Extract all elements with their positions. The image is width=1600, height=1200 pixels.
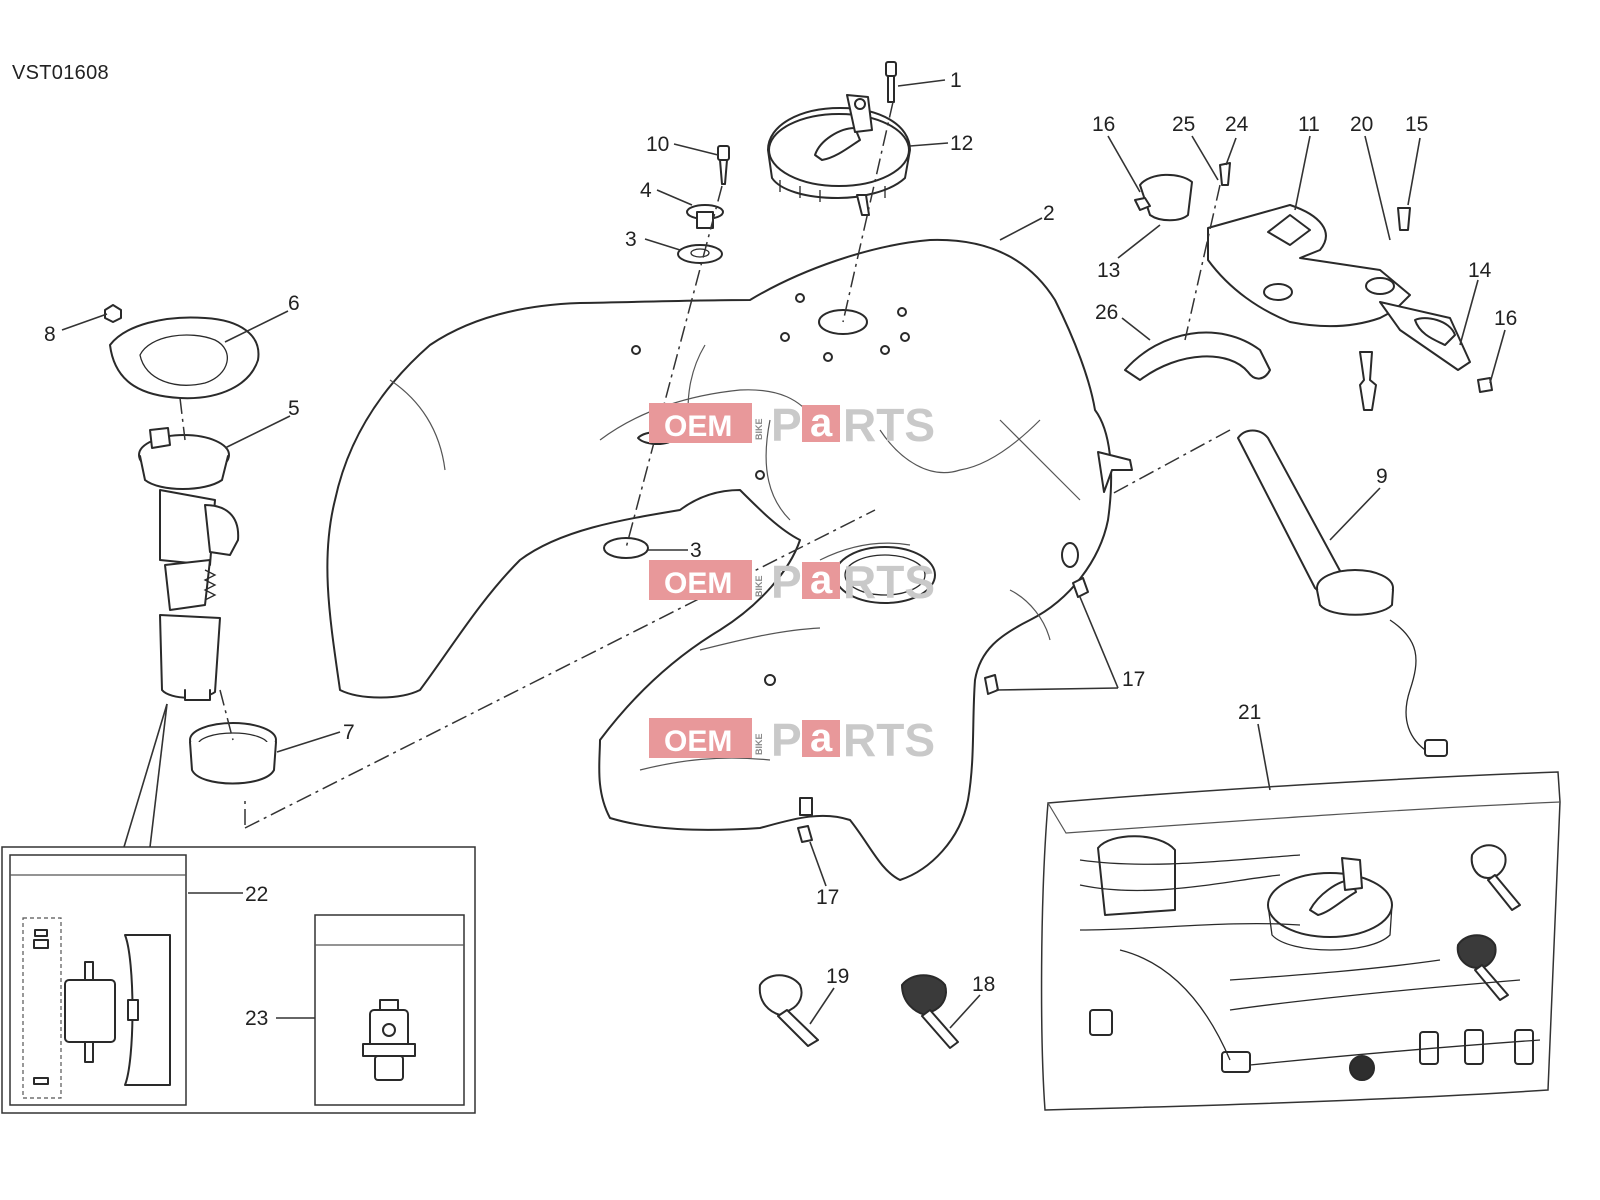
svg-text:OEM: OEM [664, 567, 732, 600]
callout-1: 1 [950, 69, 962, 92]
svg-text:P: P [771, 556, 802, 608]
cap-screw [885, 61, 897, 103]
svg-text:BIKE: BIKE [754, 575, 764, 597]
callout-6: 6 [288, 292, 300, 315]
callout-3: 3 [625, 228, 637, 251]
pressure-regulator [362, 999, 416, 1081]
callout-17b: 17 [816, 886, 839, 909]
fuel-level-sender [1237, 429, 1448, 757]
callout-16: 16 [1092, 113, 1115, 136]
clip [797, 825, 813, 843]
callout-16b: 16 [1494, 307, 1517, 330]
svg-text:a: a [810, 401, 833, 445]
leader-lines [61, 79, 1506, 1029]
callout-18: 18 [972, 973, 995, 996]
svg-text:a: a [810, 716, 833, 760]
callout-3b: 3 [690, 539, 702, 562]
callout-19: 19 [826, 965, 849, 988]
svg-text:BIKE: BIKE [754, 733, 764, 755]
callout-labels: 1 12 10 4 3 2 16 25 24 11 20 15 13 14 26… [44, 69, 1517, 1030]
clip [984, 674, 999, 695]
callout-25: 25 [1172, 113, 1195, 136]
callout-22: 22 [245, 883, 268, 906]
watermark-1: OEM BIKE P a RTS [649, 399, 935, 451]
callout-11: 11 [1298, 113, 1320, 136]
callout-17: 17 [1122, 668, 1145, 691]
callout-23: 23 [245, 1007, 268, 1030]
fuel-pump [138, 427, 240, 701]
callout-5: 5 [288, 397, 300, 420]
fuel-tank [326, 238, 1133, 881]
callout-13: 13 [1097, 259, 1120, 282]
callout-15: 15 [1405, 113, 1428, 136]
callout-21: 21 [1238, 701, 1261, 724]
kit-fuel-cap [1267, 857, 1393, 951]
callout-8: 8 [44, 323, 56, 346]
svg-text:P: P [771, 714, 802, 766]
svg-text:RTS: RTS [843, 399, 935, 451]
svg-text:a: a [810, 558, 833, 602]
clip [1072, 577, 1089, 598]
callout-9: 9 [1376, 465, 1388, 488]
fuel-filter [64, 961, 116, 1063]
drawing-code: VST01608 [12, 62, 109, 84]
svg-text:OEM: OEM [664, 725, 732, 758]
key-grey [758, 974, 819, 1047]
key-black [901, 974, 959, 1049]
fuel-cap [767, 94, 911, 216]
callout-10: 10 [646, 133, 669, 156]
svg-text:RTS: RTS [843, 714, 935, 766]
alignment-lines [179, 101, 1231, 829]
svg-text:RTS: RTS [843, 556, 935, 608]
callout-24: 24 [1225, 113, 1249, 136]
callout-26: 26 [1095, 301, 1118, 324]
tank-bolt-holes [631, 293, 910, 686]
lower-grommet [603, 537, 649, 559]
svg-text:BIKE: BIKE [754, 418, 764, 440]
callout-4: 4 [640, 179, 652, 202]
watermark-3: OEM BIKE P a RTS [649, 714, 935, 766]
bolt-washer-grommet-stack [677, 145, 730, 264]
pump-retaining-ring [109, 316, 260, 400]
callout-12: 12 [950, 132, 973, 155]
lock-kit-panel [1040, 771, 1561, 1111]
pump-seal [189, 722, 277, 785]
inset-kit-panel [1, 846, 476, 1114]
kit-ignition-switch [1089, 835, 1176, 1036]
callout-2: 2 [1043, 202, 1055, 225]
callout-7: 7 [343, 721, 355, 744]
callout-20: 20 [1350, 113, 1373, 136]
svg-text:OEM: OEM [664, 410, 732, 443]
ignition-bracket-assembly [1124, 162, 1493, 411]
callout-14: 14 [1468, 259, 1492, 282]
svg-text:P: P [771, 399, 802, 451]
watermark-2: OEM BIKE P a RTS [649, 556, 935, 608]
nut [104, 304, 122, 323]
